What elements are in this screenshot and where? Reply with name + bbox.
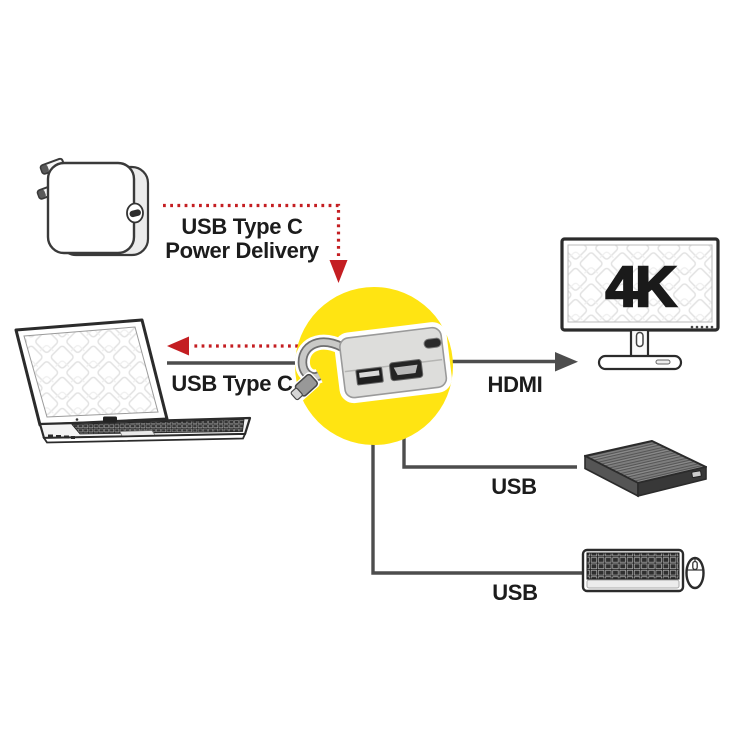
laptop-side-ports: [48, 434, 75, 439]
keyboard-wrist-rest: [586, 579, 680, 589]
adapter-usb-a-port: [355, 366, 384, 386]
laptop-hinge: [103, 416, 117, 423]
laptop-arrowhead-icon: [167, 336, 189, 356]
usb-c-multiport-adapter-photo: [288, 322, 452, 404]
keyboard-keys: [586, 552, 680, 580]
peripherals-usb-line: [371, 400, 583, 575]
monitor-indicator-dots: [690, 325, 714, 329]
monitor-illustration: 4K: [560, 237, 720, 371]
power-label-line1: USB Type C: [181, 214, 303, 239]
power-delivery-line: [163, 203, 348, 283]
monitor-connection-label: HDMI: [487, 372, 543, 397]
power-adapter-illustration: [36, 157, 150, 257]
mouse-icon: [685, 556, 705, 590]
storage-connection-label: USB: [491, 474, 537, 499]
keyboard-mouse-illustration: [581, 548, 705, 593]
power-adapter-front: [46, 161, 136, 255]
drive-right-face: [637, 465, 707, 498]
adapter-usb-c-port: [423, 337, 442, 349]
hdmi-arrowhead-icon: [555, 352, 578, 372]
laptop-screen: [23, 326, 159, 418]
adapter-hdmi-port: [388, 359, 424, 382]
laptop-keyboard: [71, 419, 245, 435]
usb-c-to-laptop-line: [167, 336, 298, 356]
monitor-4k-badge: 4K: [606, 255, 677, 319]
hard-drive-illustration: [584, 440, 707, 498]
monitor-stand-base: [597, 354, 683, 371]
laptop-illustration: [14, 318, 252, 444]
power-arrowhead-icon: [329, 260, 348, 283]
power-delivery-label: USB Type C Power Delivery: [132, 215, 352, 263]
monitor-stand-slot: [635, 331, 644, 348]
usb-c-connector: [288, 372, 320, 403]
laptop-camera-dot: [75, 418, 79, 421]
power-dotted-line: [163, 203, 341, 256]
laptop-connection-label: USB Type C: [171, 371, 293, 396]
monitor-base-slot: [655, 359, 671, 365]
power-adapter-usbc-port: [126, 202, 144, 224]
peripherals-connection-label: USB: [492, 580, 538, 605]
laptop-base-edge: [42, 433, 247, 444]
drive-usb-port: [691, 470, 702, 478]
monitor-screen: [567, 244, 713, 323]
power-label-line2: Power Delivery: [165, 238, 319, 263]
